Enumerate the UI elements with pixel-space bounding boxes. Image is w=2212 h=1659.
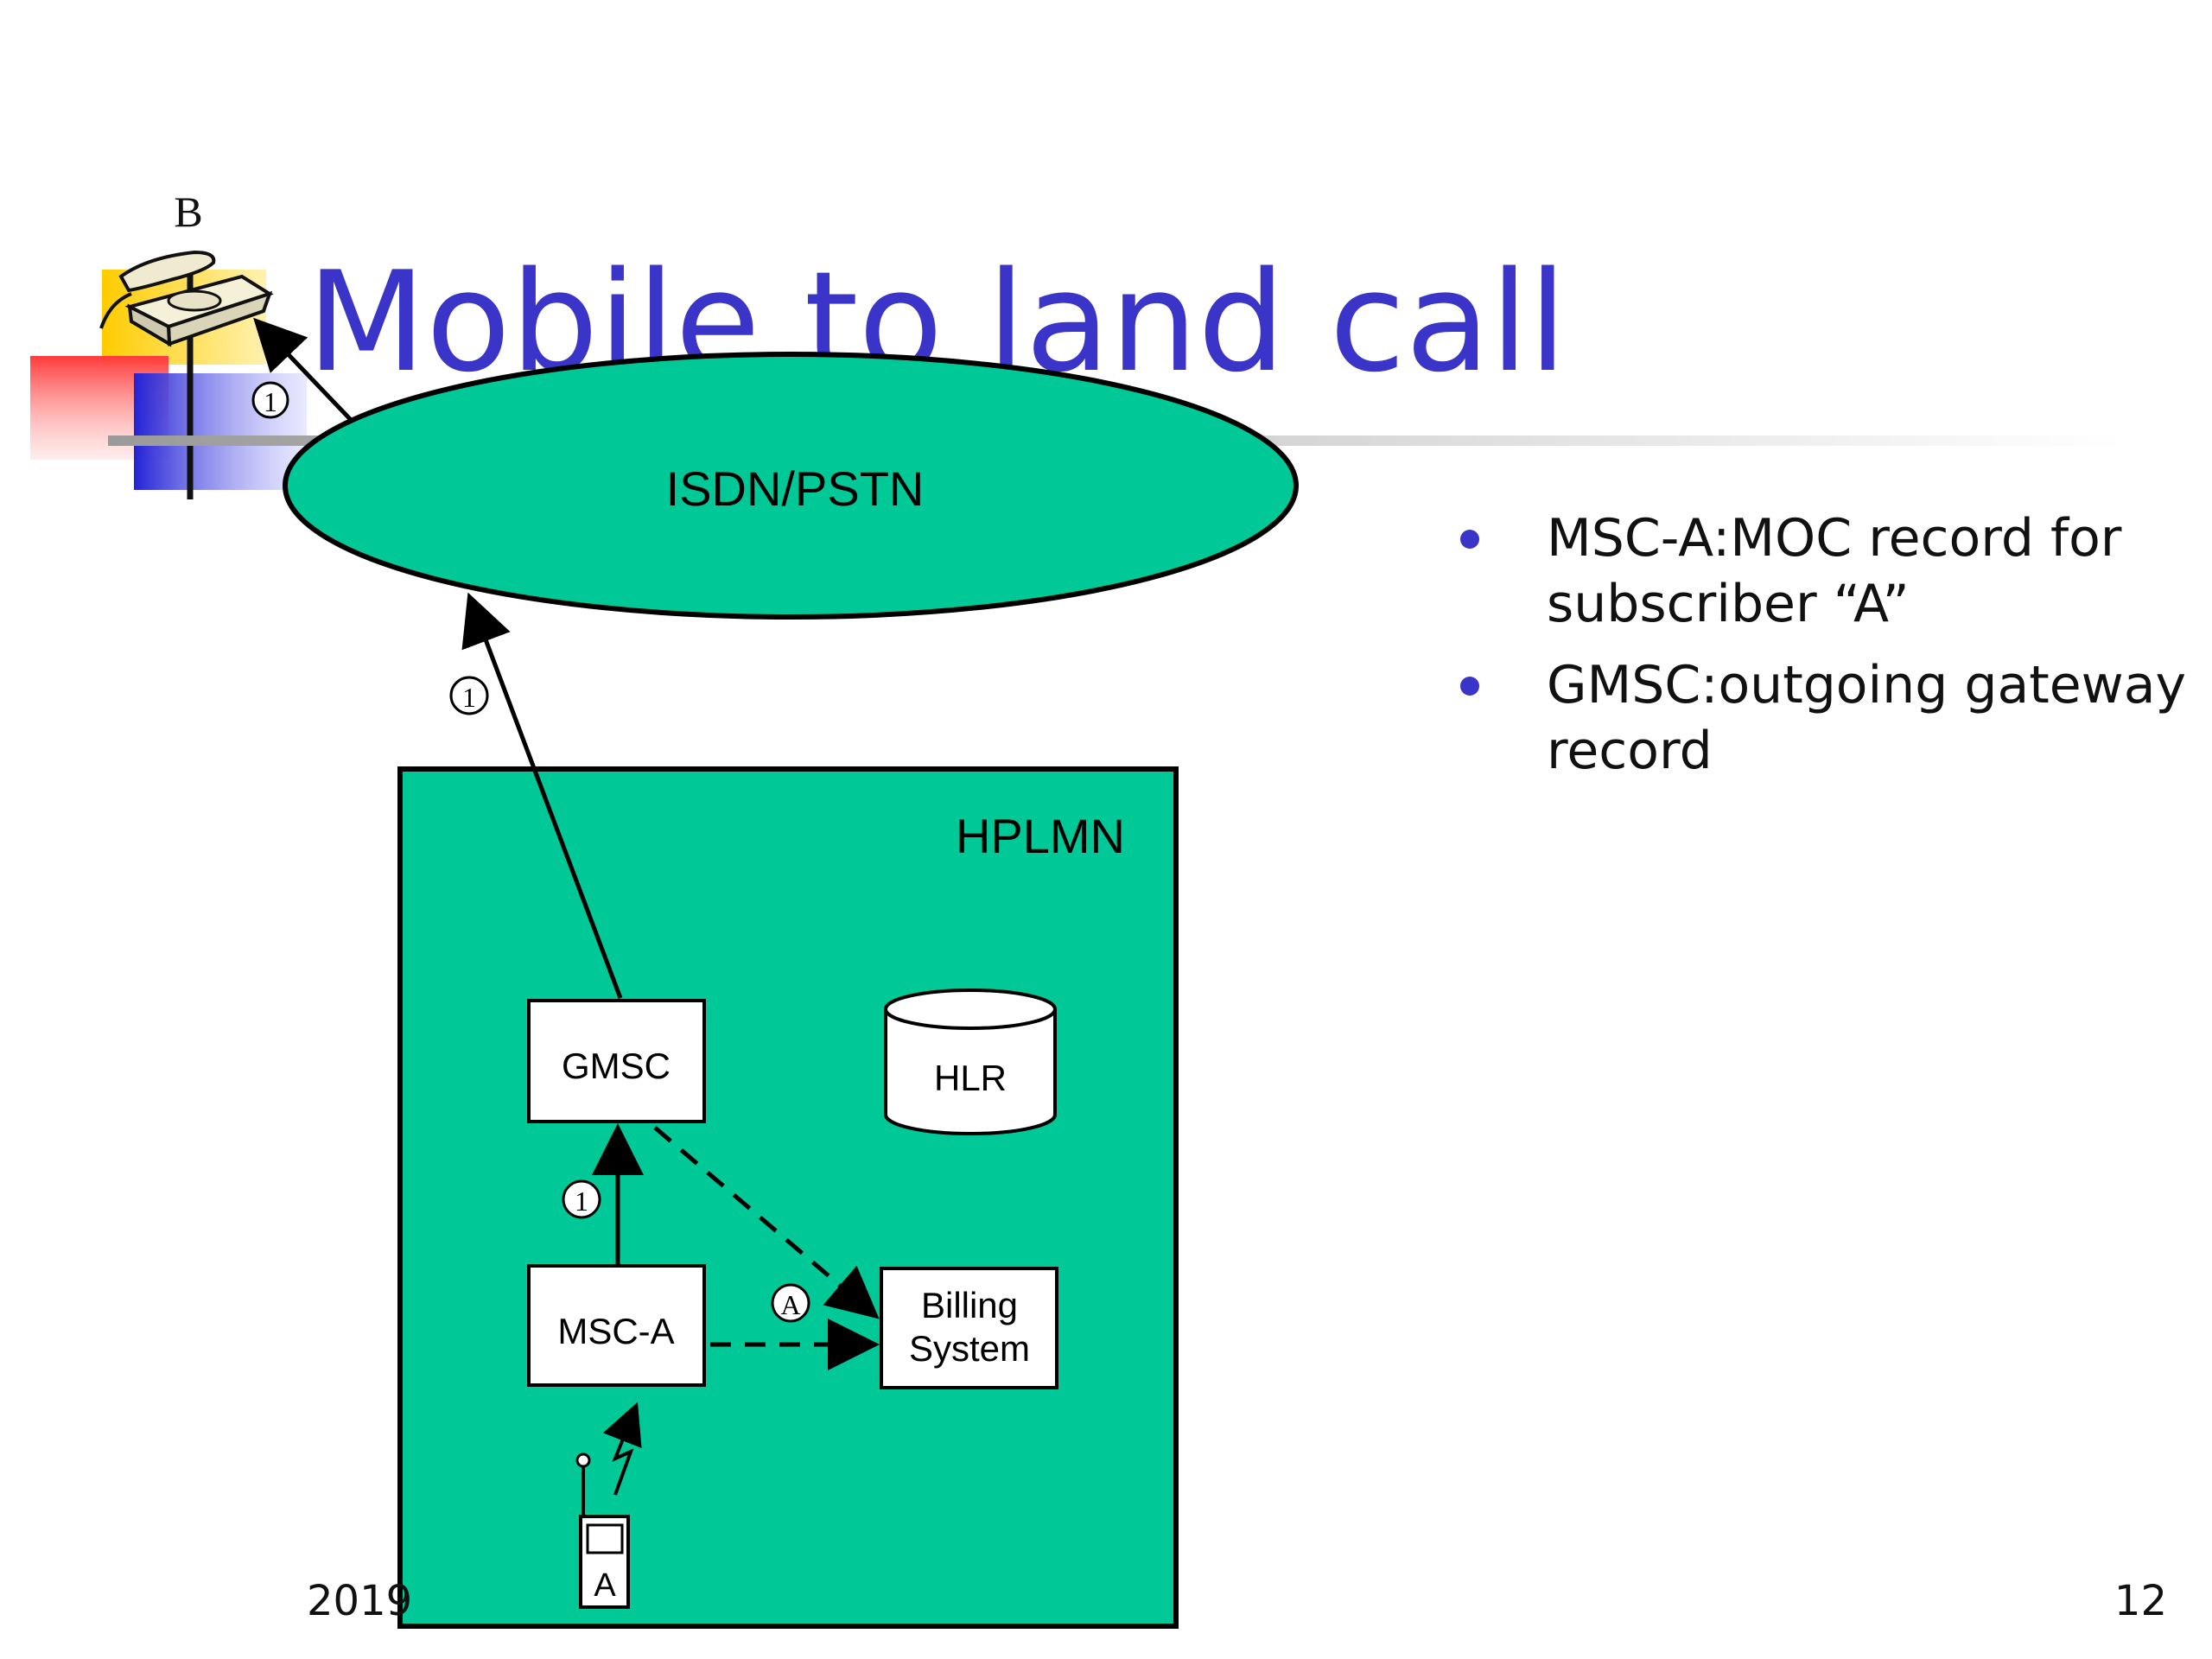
telephone-icon: [99, 250, 274, 347]
record-marker-a: A: [771, 1283, 810, 1323]
bullet-dot-icon: [1460, 530, 1479, 549]
bullet-item: MSC-A:MOC record for subscriber “A”: [1460, 505, 2186, 637]
msc-a-node: [527, 1264, 706, 1387]
step-marker-gmsc: 1: [562, 1179, 601, 1219]
mobile-handset-icon: [575, 1452, 630, 1609]
phone-label-b: B: [174, 188, 202, 236]
arrow-cloud-to-phone: [253, 317, 354, 423]
billing-system-node: [880, 1267, 1058, 1389]
msc-a-label: MSC-A: [557, 1311, 674, 1351]
svg-text:A: A: [780, 1289, 800, 1320]
svg-text:1: 1: [462, 682, 476, 713]
step-marker-phone: 1: [251, 381, 289, 419]
radio-link-icon: [602, 1402, 642, 1496]
step-marker-cloud: 1: [449, 676, 489, 715]
bullet-text-line2: record: [1547, 721, 1713, 781]
bullet-dot-icon: [1460, 677, 1479, 696]
hlr-label: HLR: [934, 1058, 1007, 1098]
bullet-item: GMSC:outgoing gateway record: [1460, 652, 2186, 784]
billing-label-line2: System: [909, 1328, 1030, 1369]
arrow-gmsc-to-cloud: [461, 592, 623, 999]
bullet-list: MSC-A:MOC record for subscriber “A” GMSC…: [1460, 505, 2186, 799]
footer-year: 2019: [307, 1577, 413, 1625]
bullet-text-line1: MSC-A:MOC record for: [1547, 508, 2122, 569]
handset-label: A: [594, 1567, 616, 1604]
page-number: 12: [2113, 1577, 2167, 1625]
gmsc-node: [527, 999, 706, 1123]
cloud-label: ISDN/PSTN: [666, 461, 925, 516]
bullet-text-line2: subscriber “A”: [1547, 574, 1910, 634]
hplmn-network-box: [397, 766, 1179, 1629]
billing-label-line1: Billing: [921, 1285, 1018, 1325]
bullet-text-line1: GMSC:outgoing gateway: [1547, 655, 2187, 715]
isdn-pstn-cloud: [283, 352, 1299, 620]
network-label: HPLMN: [956, 809, 1125, 863]
dashed-arrow-gmsc-to-billing: [653, 1126, 880, 1319]
hlr-database: [884, 988, 1057, 1135]
svg-text:1: 1: [575, 1185, 588, 1217]
svg-text:1: 1: [264, 386, 277, 417]
gmsc-label: GMSC: [562, 1046, 671, 1086]
